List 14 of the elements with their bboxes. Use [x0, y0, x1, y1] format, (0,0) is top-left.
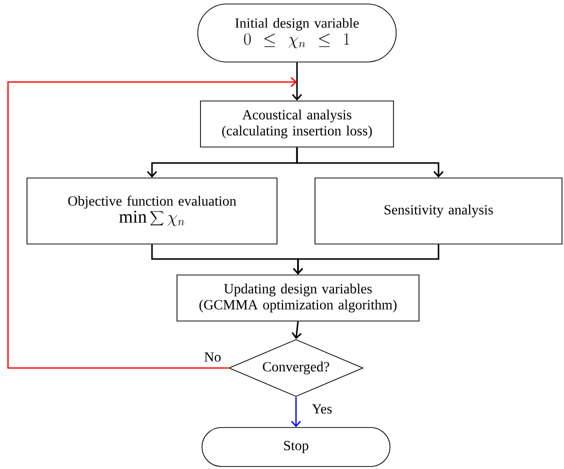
edge-label: No — [204, 352, 221, 362]
arrow — [291, 396, 301, 428]
terminal-box: Stop — [202, 427, 390, 467]
terminal-box: Initial design variable $0 \le \chi_n \le 1$ — [197, 4, 397, 62]
process-box: Updating design variables (GCMMA optimization algorithm) — [176, 274, 420, 322]
arrow — [296, 147, 444, 178]
arrow — [292, 244, 440, 275]
process-box: Sensitivity analysis — [314, 178, 562, 244]
edge-label: Yes — [312, 404, 332, 414]
process-box: Acoustical analysis (calculating insertion loss) — [200, 100, 394, 148]
arrow — [292, 321, 302, 340]
arrow — [7, 77, 297, 369]
process-box: Objective function evaluation $\min\sum\chi_n$ — [26, 178, 278, 244]
arrow — [292, 62, 302, 101]
